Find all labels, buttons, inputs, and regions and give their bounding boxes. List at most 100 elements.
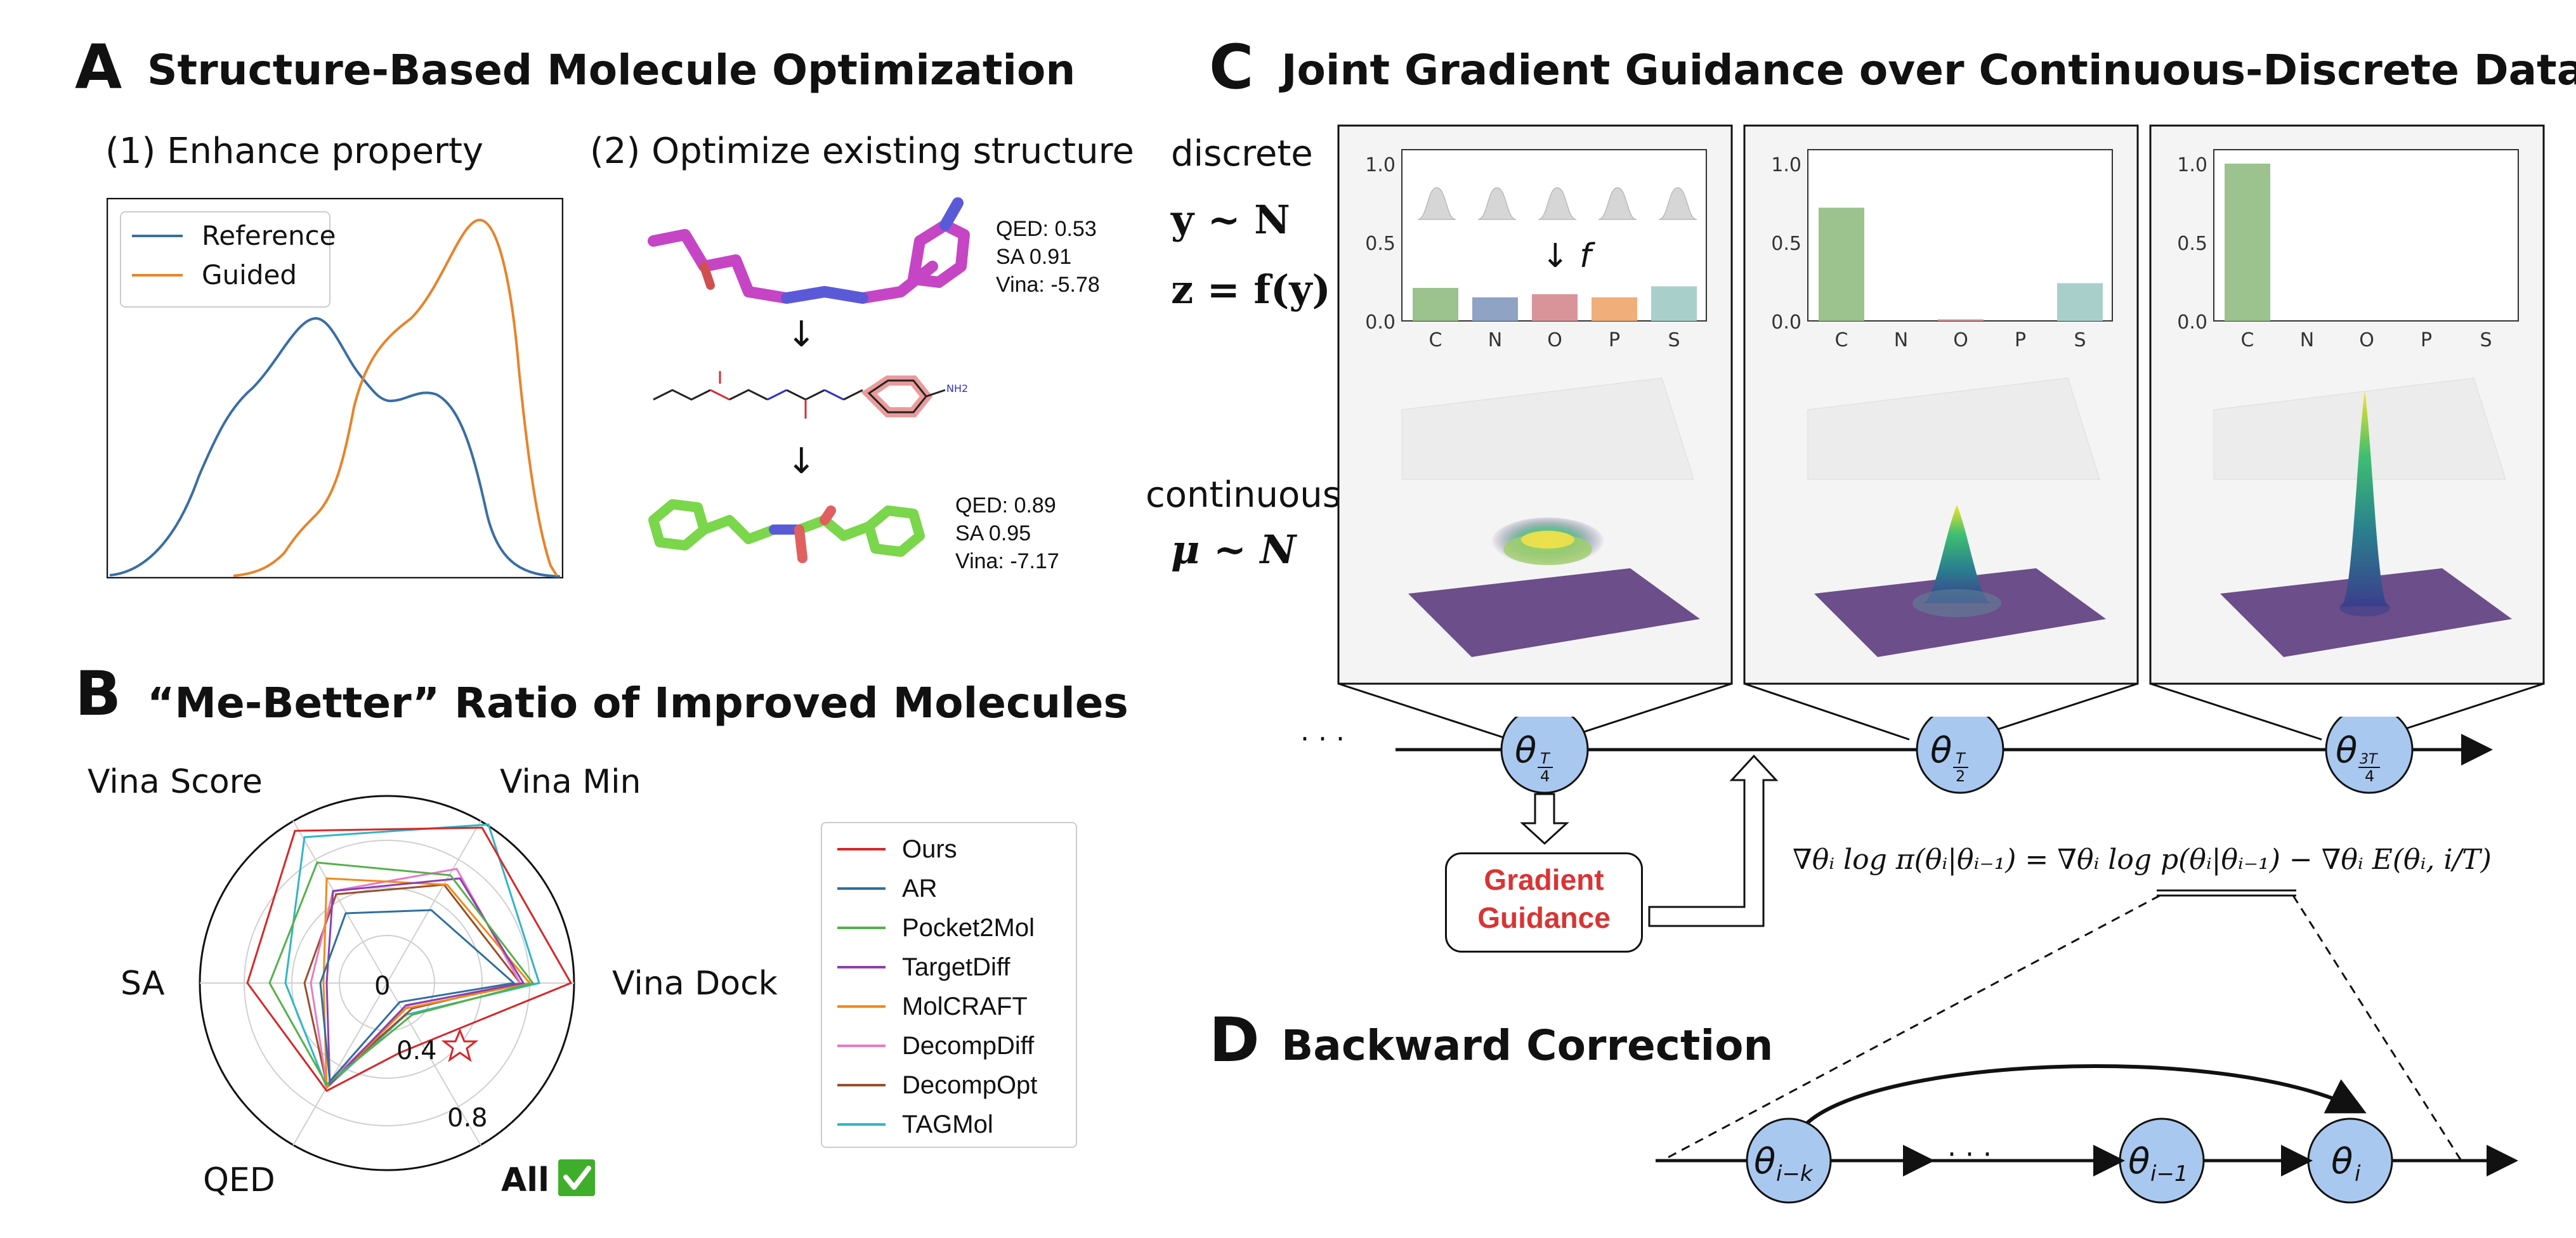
bar-panel1-s [1651, 286, 1697, 321]
gradient-guidance-box: Gradient Guidance [1445, 852, 1643, 953]
gradient-equation: ∇θᵢ log π(θᵢ|θᵢ₋₁) = ∇θᵢ log p(θᵢ|θᵢ₋₁) … [1793, 844, 2492, 876]
axis-label-sa: SA [121, 965, 165, 1003]
legend-pocket2mol: Pocket2Mol [902, 913, 1035, 942]
panel-d-label: D [1209, 1005, 1260, 1076]
molecule-initial-vina: Vina: -5.78 [996, 273, 1100, 297]
gradient-guidance-line1: Gradient [1484, 863, 1604, 896]
continuous-label: continuous [1146, 474, 1341, 516]
reference-density-curve [109, 316, 561, 578]
diffusion-timeline: · · · θ T 4 θ T 2 θ 3T 4 [1300, 717, 2493, 927]
theta-i-symbol: θ [2331, 1141, 2353, 1182]
xcat-p3-n: N [2300, 329, 2314, 351]
hollow-arrow-up-icon [1648, 754, 1779, 927]
ytick-p1-05: 0.5 [1365, 233, 1396, 255]
ytick-p2-05: 0.5 [1771, 233, 1801, 255]
ytick-p1-0: 0.0 [1365, 311, 1396, 334]
node-theta-3t4 [2325, 717, 2414, 794]
molecule-optimized-sa: SA 0.95 [955, 521, 1031, 545]
radar-chart: Vina Score Vina Min Vina Dock All QED SA… [88, 763, 778, 1199]
series-molcraft [322, 877, 532, 1090]
legend-reference: Reference [202, 220, 336, 251]
bar-panel2-o [1938, 319, 1984, 321]
bar-panel3-c [2225, 164, 2270, 321]
molecule-2d-image: NH2 [653, 371, 968, 419]
bar-panel1-o [1532, 294, 1578, 321]
theta-i-k-sub: i−k [1776, 1161, 1814, 1187]
backward-correction-diagram: · · · θ i−k θ i−1 θ i [1656, 1064, 2518, 1204]
arrow-down-icon: ↓ [787, 441, 816, 482]
equation-z: z = f(y) [1171, 266, 1331, 313]
xcat-p2-p: P [2015, 329, 2026, 351]
equation-y: y ~ N [1171, 197, 1290, 243]
xcat-p3-s: S [2480, 329, 2492, 351]
equation-mu: μ ~ N [1171, 526, 1297, 573]
theta-t2-symbol: θ [1930, 730, 1952, 771]
molecule-optimized-qed: QED: 0.89 [955, 493, 1056, 518]
theta-t4-den: 4 [1540, 767, 1550, 785]
xcat-p3-p: P [2421, 329, 2432, 351]
axis-label-vina-score: Vina Score [88, 763, 263, 801]
theta-t2-den: 2 [1956, 767, 1965, 785]
panel-a-title: Structure-Based Molecule Optimization [147, 46, 1076, 94]
check-mark-icon [558, 1159, 595, 1196]
legend-tagmol: TAGMol [902, 1110, 993, 1138]
ytick-p3-0: 0.0 [2177, 311, 2207, 334]
xcat-p1-p: P [1609, 329, 1620, 351]
bar-panel1-p [1592, 297, 1637, 321]
ytick-p3-05: 0.5 [2177, 233, 2207, 255]
panel-b-label: B [75, 658, 122, 729]
xcat-p2-s: S [2074, 329, 2086, 351]
ytick-p3-1: 1.0 [2177, 154, 2207, 176]
panel-b-title: “Me-Better” Ratio of Improved Molecules [147, 679, 1128, 727]
axis-label-vina-dock: Vina Dock [612, 965, 778, 1003]
theta-3t4-symbol: θ [2336, 730, 2357, 771]
panel-a-subtitle-optimize: (2) Optimize existing structure [590, 131, 1134, 172]
timeline-dots: · · · [1300, 723, 1345, 755]
xcat-p1-c: C [1429, 329, 1442, 351]
xcat-p3-c: C [2241, 329, 2254, 351]
series-targetdiff [325, 877, 525, 1087]
surface-plot-1 [1401, 377, 1700, 657]
legend-molcraft: MolCRAFT [902, 992, 1028, 1020]
tick-label-0-8: 0.8 [447, 1104, 488, 1133]
guided-density-curve [233, 218, 558, 577]
theta-i-sub: i [2355, 1161, 2361, 1187]
tick-label-0-4: 0.4 [396, 1036, 437, 1065]
theta-i-1-sub: i−1 [2150, 1161, 2188, 1187]
node-theta-t2 [1916, 717, 2004, 794]
backward-dots: · · · [1947, 1138, 1992, 1171]
bar-panel1-n [1472, 297, 1518, 321]
xcat-p2-o: O [1953, 329, 1968, 351]
theta-t4-num: T [1540, 750, 1551, 767]
series-ours [246, 826, 573, 1092]
panel-a-label: A [75, 32, 122, 103]
theta-3t4-den: 4 [2365, 767, 2374, 785]
panel-a-subtitle-enhance: (1) Enhance property [105, 131, 484, 172]
theta-i-1-symbol: θ [2128, 1141, 2150, 1182]
molecule-optimized-image [648, 499, 925, 563]
radar-legend: Ours AR Pocket2Mol TargetDiff MolCRAFT D… [821, 822, 1077, 1148]
xcat-p2-n: N [1894, 329, 1908, 351]
theta-t2-num: T [1956, 750, 1966, 767]
ytick-p2-0: 0.0 [1771, 311, 1801, 334]
zoom-dashed-lines [1661, 894, 2462, 1162]
axis-label-qed: QED [203, 1161, 275, 1199]
panel-c-title: Joint Gradient Guidance over Continuous-… [1281, 46, 2576, 94]
molecule-optimized-vina: Vina: -7.17 [955, 549, 1059, 573]
molecule-initial-qed: QED: 0.53 [996, 217, 1097, 241]
surface-plot-2 [1807, 377, 2106, 657]
f-arrow-label: ↓ f [1541, 237, 1595, 275]
tick-label-0: 0 [374, 972, 390, 1001]
equation-underline [2157, 889, 2296, 897]
legend-decompopt: DecompOpt [902, 1071, 1038, 1099]
xcat-p2-c: C [1835, 329, 1848, 351]
xcat-p1-s: S [1668, 329, 1680, 351]
discrete-label: discrete [1171, 133, 1313, 174]
bar-panel1-c [1413, 287, 1458, 321]
star-icon [441, 1028, 479, 1062]
panel-c-label: C [1209, 32, 1254, 103]
legend-ar: AR [902, 874, 938, 902]
surface-plot-3 [2213, 377, 2512, 657]
xcat-p1-n: N [1488, 329, 1502, 351]
density-plot: Reference Guided [107, 198, 563, 578]
